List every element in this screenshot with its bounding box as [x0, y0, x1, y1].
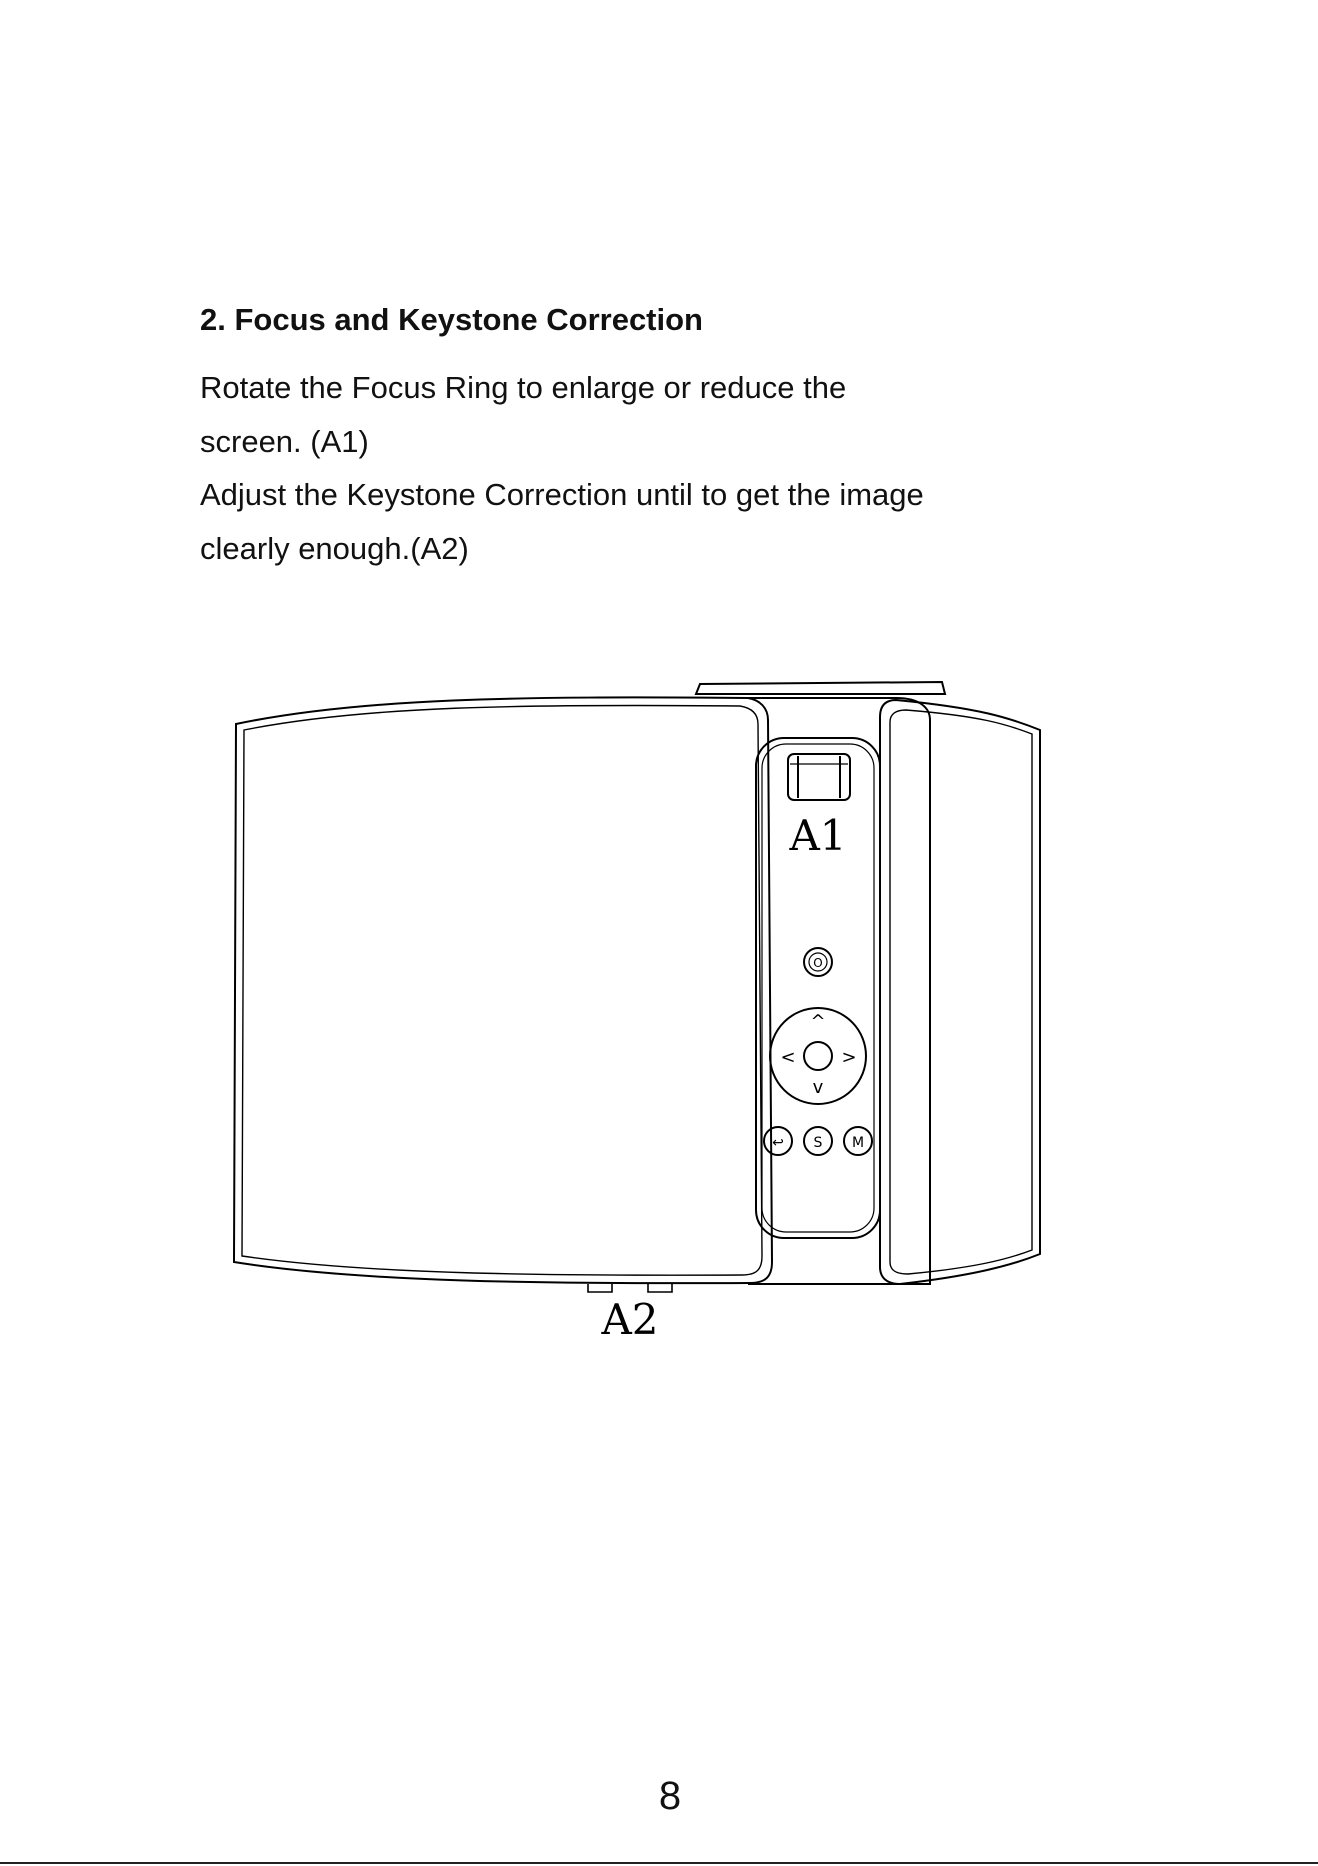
projector-drawing: O ^ v < > ↩ S M A1 A2	[220, 672, 1060, 1352]
paragraph-line: screen. (A1)	[200, 415, 846, 469]
projector-top-view-illustration: O ^ v < > ↩ S M A1 A2	[220, 672, 1060, 1352]
dpad-down-label: v	[813, 1077, 824, 1098]
menu-button-label: M	[852, 1135, 864, 1151]
paragraph-focus-ring: Rotate the Focus Ring to enlarge or redu…	[200, 361, 846, 469]
paragraph-line: Adjust the Keystone Correction until to …	[200, 468, 924, 522]
paragraph-keystone: Adjust the Keystone Correction until to …	[200, 468, 924, 576]
dpad-up-label: ^	[810, 1011, 825, 1032]
section-heading: 2. Focus and Keystone Correction	[200, 302, 703, 338]
callout-a1: A1	[788, 811, 846, 860]
power-button-label: O	[813, 956, 822, 970]
dpad-right-label: >	[841, 1047, 856, 1068]
back-button-label: ↩	[772, 1135, 784, 1151]
callout-a2: A2	[600, 1295, 658, 1344]
paragraph-line: clearly enough.(A2)	[200, 522, 924, 576]
paragraph-line: Rotate the Focus Ring to enlarge or redu…	[200, 361, 846, 415]
page-number: 8	[0, 1774, 1318, 1819]
source-button-label: S	[814, 1135, 823, 1151]
dpad-left-label: <	[780, 1047, 795, 1068]
bottom-rule	[0, 1862, 1318, 1864]
